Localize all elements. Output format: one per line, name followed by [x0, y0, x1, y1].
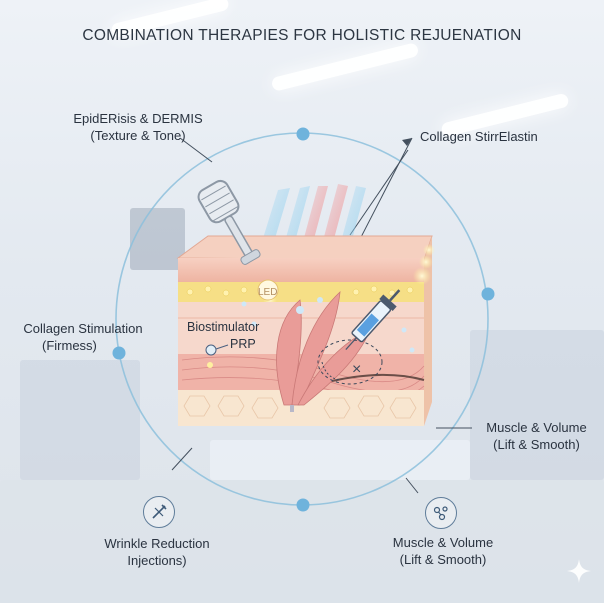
treatment-bed — [210, 440, 470, 480]
prp-droplets — [205, 344, 229, 368]
collagen-stimulation-label: Collagen Stimulation (Firmess) — [8, 320, 158, 354]
syringe-icon — [345, 289, 401, 350]
epidermis-layer — [178, 258, 424, 282]
wrinkle-reduction-label: Wrinkle Reduction Injections) — [86, 535, 228, 569]
x-mark: × — [352, 361, 361, 378]
sparkle-dots — [241, 297, 415, 353]
led-bulb — [257, 279, 279, 301]
ring-node — [112, 346, 126, 360]
label-title: Wrinkle Reduction — [104, 536, 210, 551]
ring-node — [296, 127, 310, 141]
yellow-dots — [186, 285, 414, 297]
sebaceous-layer — [178, 282, 424, 302]
label-title: Collagen Stimulation — [23, 321, 143, 336]
label-subtitle: (Texture & Tone) — [90, 128, 186, 143]
leader-line — [349, 149, 409, 236]
syringe-cross-icon — [143, 496, 175, 528]
biostimulator-label: Biostimulator — [187, 320, 260, 334]
roller-icon — [197, 179, 261, 265]
page-title: COMBINATION THERAPIES FOR HOLISTIC REJUE… — [82, 27, 522, 44]
collagen-elastin-label: Collagen StirrElastin — [420, 128, 538, 145]
muscle-volume-right-label: Muscle & Volume (Lift & Smooth) — [474, 419, 599, 453]
skin-block-top — [176, 235, 433, 261]
ring-node — [296, 498, 310, 512]
curved-arrow — [321, 361, 341, 381]
leader-arrow — [402, 138, 412, 146]
label-subtitle: (Firmess) — [42, 338, 97, 353]
ring-node — [481, 287, 495, 301]
label-title: EpidERisis & DERMIS — [73, 111, 203, 126]
label-title: Collagen StirrElastin — [420, 129, 538, 144]
fat-cell-pattern — [183, 395, 417, 419]
led-label: LED — [258, 287, 278, 298]
label-subtitle: Injections) — [127, 553, 187, 568]
molecule-icon — [425, 497, 457, 529]
leader-line — [171, 447, 193, 471]
muscle-fan — [276, 290, 371, 406]
cabinet — [20, 360, 140, 480]
label-subtitle: (Lift & Smooth) — [493, 437, 580, 452]
target-zone — [317, 339, 383, 385]
wall-monitor — [130, 208, 185, 270]
label-subtitle: (Lift & Smooth) — [399, 552, 487, 567]
prp-label: PRP — [230, 337, 256, 351]
label-title: Muscle & Volume — [486, 420, 587, 435]
label-title: Muscle & Volume — [392, 535, 494, 550]
muscle-volume-bottom-label: Muscle & Volume (Lift & Smooth) — [378, 534, 508, 568]
cabinet — [470, 330, 604, 480]
leader-line — [405, 477, 419, 494]
epidermis-dermis-label: EpidERisis & DERMIS (Texture & Tone) — [58, 110, 218, 144]
leader-line — [179, 137, 213, 163]
sparkle-icon — [566, 558, 592, 589]
